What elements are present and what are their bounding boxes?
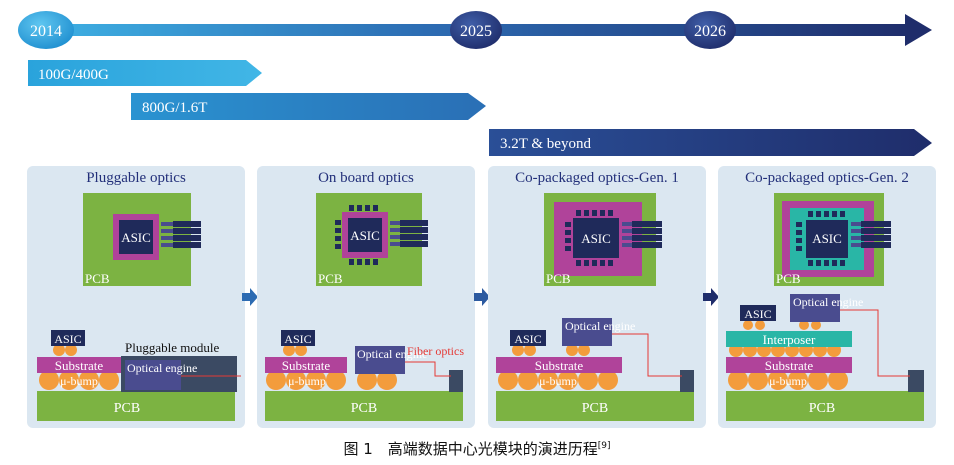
svg-text:μ-bump: μ-bump: [769, 374, 807, 388]
side-view: PCB μ-bump Substrate ASIC Optical engine…: [265, 330, 464, 421]
svg-text:PCB: PCB: [85, 271, 110, 286]
cpo-gen2-diagram: ASIC PCB PCB μ-bump Substrate Interposer: [726, 193, 924, 421]
svg-text:ASIC: ASIC: [744, 307, 771, 321]
svg-text:Substrate: Substrate: [765, 358, 814, 373]
figure-caption: 图 1 高端数据中心光模块的演进历程[9]: [0, 438, 954, 459]
caption-reference: [9]: [597, 441, 611, 451]
panel-title: Pluggable optics: [86, 170, 186, 186]
svg-text:PCB: PCB: [318, 271, 343, 286]
svg-text:Pluggable module: Pluggable module: [125, 340, 219, 355]
svg-text:ASIC: ASIC: [121, 230, 151, 245]
flow-arrow-icon: [242, 288, 258, 306]
side-view: PCB μ-bump Substrate Interposer ASIC Opt…: [726, 294, 924, 421]
svg-text:100G/400G: 100G/400G: [38, 67, 109, 83]
top-view: ASIC PCB: [544, 193, 662, 286]
svg-text:PCB: PCB: [776, 271, 801, 286]
side-view: PCB μ-bump Substrate ASIC Optical engine: [496, 318, 694, 421]
svg-text:ASIC: ASIC: [54, 332, 81, 346]
top-view: ASIC PCB: [774, 193, 891, 286]
panel-pluggable-optics: Pluggable optics ASIC PCB PCB μ-bump S: [27, 166, 245, 428]
svg-text:μ-bump: μ-bump: [288, 374, 326, 388]
svg-text:Interposer: Interposer: [763, 332, 816, 347]
svg-text:Substrate: Substrate: [535, 358, 584, 373]
year-label: 2014: [30, 23, 62, 40]
svg-text:Substrate: Substrate: [55, 358, 104, 373]
panel-title: On board optics: [318, 170, 414, 186]
svg-text:μ-bump: μ-bump: [60, 374, 98, 388]
svg-text:PCB: PCB: [582, 401, 608, 416]
svg-text:ASIC: ASIC: [284, 332, 311, 346]
timeline: 2014 2025 2026 100G/400G 800G/1.6T 3.2T …: [18, 11, 932, 156]
svg-text:PCB: PCB: [114, 401, 140, 416]
panel-title: Co-packaged optics-Gen. 2: [745, 170, 909, 186]
svg-text:Optical engine: Optical engine: [357, 347, 427, 361]
svg-text:ASIC: ASIC: [514, 332, 541, 346]
side-view: PCB μ-bump Substrate ASIC Pluggable modu…: [37, 330, 241, 421]
bandwidth-bar-3p2t: 3.2T & beyond: [489, 129, 932, 156]
bandwidth-bar-800g: 800G/1.6T: [131, 93, 486, 120]
flow-arrow-icon: [474, 288, 490, 306]
bandwidth-bar-100g: 100G/400G: [28, 60, 262, 86]
on-board-optics-diagram: ASIC PCB PCB μ-bump Substrate ASIC: [265, 193, 464, 421]
svg-text:Substrate: Substrate: [282, 358, 331, 373]
top-view: ASIC PCB: [83, 193, 201, 286]
year-label: 2026: [694, 23, 726, 40]
cpo-gen1-diagram: ASIC PCB PCB μ-bump Substrate ASIC O: [496, 193, 694, 421]
svg-text:Fiber optics: Fiber optics: [407, 344, 464, 358]
svg-text:Optical engine: Optical engine: [127, 361, 197, 375]
pluggable-optics-diagram: ASIC PCB PCB μ-bump Substrate ASIC Plugg…: [37, 193, 241, 421]
svg-text:PCB: PCB: [351, 401, 377, 416]
panel-title: Co-packaged optics-Gen. 1: [515, 170, 679, 186]
year-marker-2025: 2025: [450, 11, 502, 49]
panel-cpo-gen1: Co-packaged optics-Gen. 1 ASIC PCB PCB: [488, 166, 706, 428]
year-marker-2014: 2014: [18, 11, 74, 49]
svg-text:800G/1.6T: 800G/1.6T: [142, 100, 207, 116]
panel-cpo-gen2: Co-packaged optics-Gen. 2 ASIC PCB PCB: [718, 166, 936, 428]
svg-text:ASIC: ASIC: [350, 228, 380, 243]
top-view: ASIC PCB: [316, 193, 428, 286]
svg-text:PCB: PCB: [546, 271, 571, 286]
caption-text: 图 1 高端数据中心光模块的演进历程: [343, 440, 598, 458]
svg-text:ASIC: ASIC: [581, 231, 611, 246]
svg-text:μ-bump: μ-bump: [539, 374, 577, 388]
svg-text:Optical engine: Optical engine: [793, 295, 863, 309]
svg-text:ASIC: ASIC: [812, 231, 842, 246]
year-label: 2025: [460, 23, 492, 40]
svg-text:3.2T & beyond: 3.2T & beyond: [500, 136, 591, 152]
svg-text:Optical engine: Optical engine: [565, 319, 635, 333]
svg-text:PCB: PCB: [809, 401, 835, 416]
year-marker-2026: 2026: [684, 11, 736, 49]
panel-on-board-optics: On board optics ASIC PCB PCB: [257, 166, 475, 428]
flow-arrow-icon: [703, 288, 719, 306]
